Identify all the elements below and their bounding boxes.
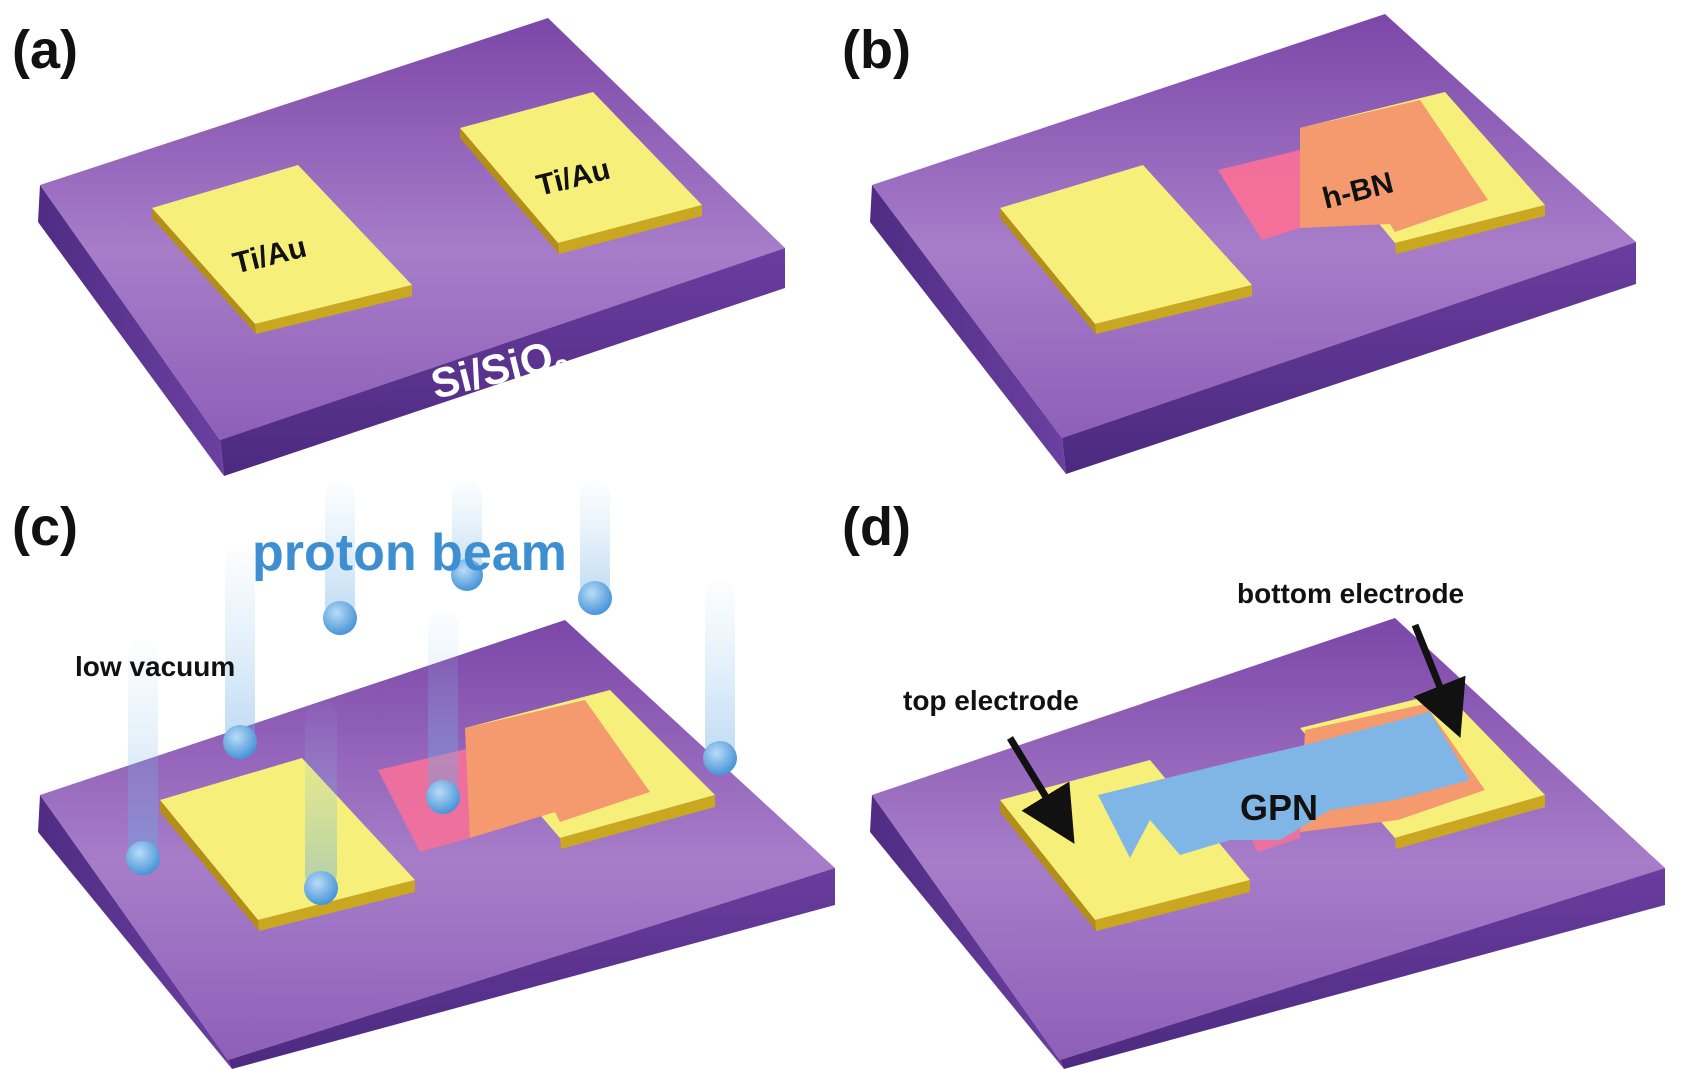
top-electrode-label: top electrode [903, 685, 1079, 716]
substrate-a [38, 18, 785, 476]
gpn-label: GPN [1240, 787, 1318, 828]
panel-b-label: (b) [842, 20, 911, 80]
panel-d: (d) GPN top electrode bottom electrode [842, 497, 1665, 1069]
beam-column [223, 545, 257, 759]
substrate-b [870, 14, 1636, 474]
arrow-down-icon [1411, 623, 1466, 738]
pad-right-a: Ti/Au [460, 92, 702, 254]
substrate-front-face [220, 248, 785, 476]
panel-a: (a) Ti/Au Ti/Au Si/SiO2 [12, 18, 785, 476]
pad-left-a: Ti/Au [152, 165, 412, 334]
beam-column [451, 480, 483, 591]
hbn-flake-b: h-BN [1218, 100, 1488, 240]
pad-left-b [1000, 165, 1252, 334]
panel-a-label: (a) [12, 20, 78, 80]
panel-b: (b) h-BN [842, 14, 1636, 474]
panel-c: (c) proton beam [12, 480, 835, 1069]
beam-column [304, 700, 338, 905]
proton-beam [126, 480, 737, 905]
beam-column [323, 480, 357, 635]
arrow-down-icon [1007, 736, 1075, 844]
low-vacuum-label: low vacuum [75, 651, 235, 682]
proton-beam-label: proton beam [252, 524, 567, 582]
beam-column [578, 480, 612, 615]
panel-d-label: (d) [842, 497, 911, 557]
gpn-film: GPN [1098, 712, 1470, 858]
bottom-electrode-label: bottom electrode [1237, 578, 1464, 609]
beam-column [126, 640, 160, 875]
pad-left-c [160, 758, 415, 931]
beam-column [426, 610, 460, 814]
beam-column [703, 580, 737, 775]
substrate-side-face [38, 185, 224, 476]
panel-c-label: (c) [12, 497, 78, 557]
